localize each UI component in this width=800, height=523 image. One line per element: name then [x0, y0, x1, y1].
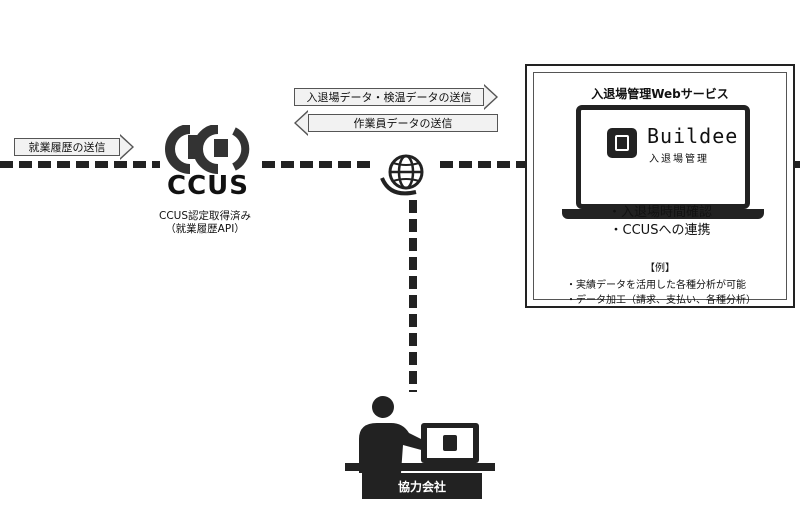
laptop-icon: Buildee 入退場管理 — [576, 105, 750, 209]
example-item: ・データ加工（請求、支払い、各種分析） — [566, 295, 756, 306]
ccus-caption-line: （就業履歴API） — [165, 223, 245, 235]
worker-at-desk-icon — [345, 393, 495, 493]
buildee-logo: Buildee 入退場管理 — [607, 124, 737, 170]
connector-vertical — [409, 200, 417, 392]
buildee-name: Buildee — [647, 124, 739, 148]
connector-mid-right — [440, 161, 525, 168]
ccus-logo-text: CCUS — [167, 171, 249, 201]
arrow-history-send: 就業履歴の送信 — [14, 134, 134, 160]
service-title: 入退場管理Webサービス — [591, 87, 729, 101]
connector-right — [795, 161, 800, 168]
buildee-mark-icon — [607, 128, 637, 158]
example-header: 【例】 — [645, 263, 675, 274]
web-service-panel: 入退場管理Webサービス Buildee 入退場管理 ・入退場時間確認 ・CCU… — [525, 64, 795, 308]
arrow-label: 就業履歴の送信 — [14, 138, 120, 156]
example-item: ・実績データを活用した各種分析が可能 — [566, 280, 746, 291]
buildee-subtitle: 入退場管理 — [649, 154, 709, 165]
company-label: 協力会社 — [362, 473, 482, 499]
connector-left — [0, 161, 160, 168]
ccus-logo: CCUS — [160, 124, 256, 203]
feature-item: ・CCUSへの連携 — [609, 223, 711, 238]
arrow-entry-data-send: 入退場データ・検温データの送信 — [294, 84, 498, 110]
laptop-base — [562, 209, 764, 219]
arrow-worker-data-send: 作業員データの送信 — [294, 110, 498, 136]
globe-icon — [376, 148, 436, 200]
arrow-label: 入退場データ・検温データの送信 — [294, 88, 484, 106]
ccus-logo-icon — [165, 124, 250, 174]
feature-item: ・入退場時間確認 — [607, 205, 712, 220]
arrow-label: 作業員データの送信 — [308, 114, 498, 132]
ccus-caption: CCUS認定取得済み （就業履歴API） — [120, 210, 290, 236]
ccus-caption-line: CCUS認定取得済み — [158, 210, 251, 222]
connector-mid-left — [262, 161, 376, 168]
